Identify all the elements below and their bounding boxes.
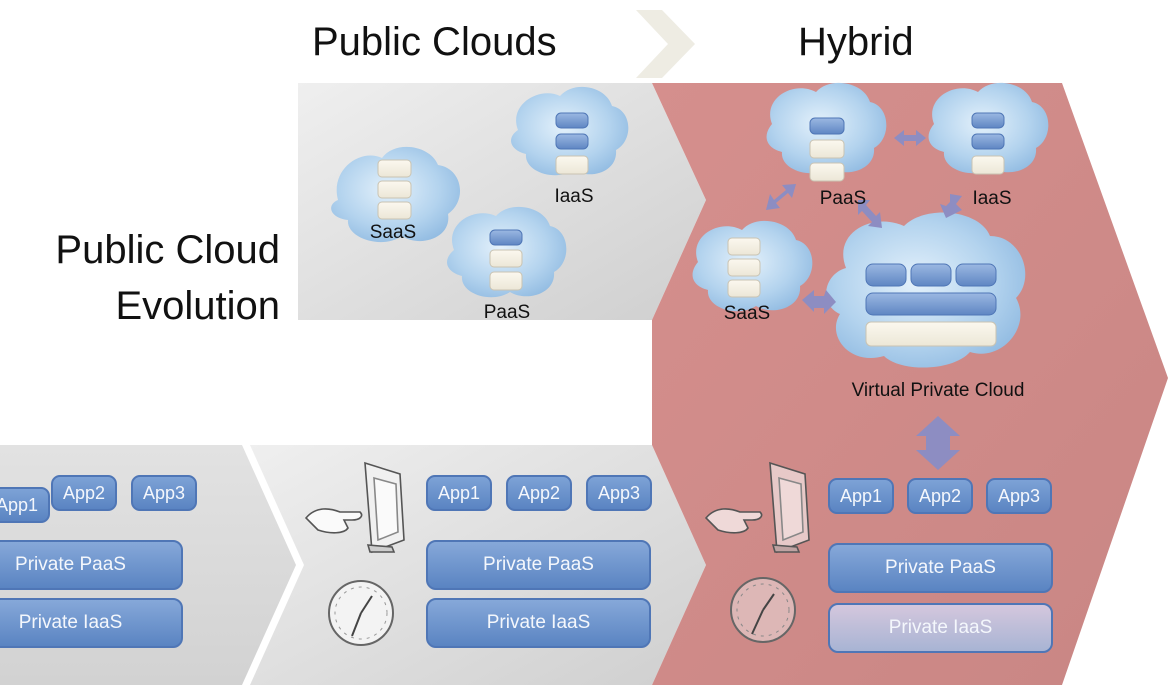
public-paas-label: PaaS: [483, 302, 531, 323]
hybrid-saas-label: SaaS: [723, 303, 771, 324]
stack2-app1: App1: [426, 475, 492, 511]
stack2-app2: App2: [506, 475, 572, 511]
heading-public-clouds: Public Clouds: [312, 20, 557, 64]
paas-vpc-arrow: [858, 200, 882, 228]
stack3-private-iaas: Private IaaS: [828, 603, 1053, 653]
heading-hybrid: Hybrid: [798, 20, 914, 64]
hybrid-iaas-label: IaaS: [972, 188, 1012, 209]
paas-saas-arrow: [766, 184, 796, 210]
stack3-app3: App3: [986, 478, 1052, 514]
public-paas-cloud: [447, 206, 567, 298]
stack2-private-iaas: Private IaaS: [426, 598, 651, 648]
stack1-app2: App2: [51, 475, 117, 511]
side-title-line2: Evolution: [115, 284, 280, 328]
stack2-private-paas: Private PaaS: [426, 540, 651, 590]
stack2-app3: App3: [586, 475, 652, 511]
hand-monitor-illustration-hybrid: [704, 461, 810, 554]
stack3-private-paas: Private PaaS: [828, 543, 1053, 593]
public-iaas-cloud: [511, 86, 629, 176]
vpc-label: Virtual Private Cloud: [851, 380, 1025, 401]
clock-icon-hybrid: [730, 577, 796, 643]
side-title-line1: Public Cloud: [55, 228, 280, 272]
side-title: Public Cloud Evolution: [0, 222, 280, 334]
hand-monitor-illustration-middle: [304, 461, 405, 554]
hybrid-saas-cloud: [692, 220, 813, 312]
paas-iaas-arrow: [894, 130, 926, 146]
stack1-app1: App1: [0, 487, 50, 523]
hybrid-iaas-cloud: [928, 82, 1049, 175]
stack3-app1: App1: [828, 478, 894, 514]
iaas-vpc-arrow: [940, 194, 962, 218]
stack1-app3: App3: [131, 475, 197, 511]
heading-chevron: [636, 10, 695, 78]
stack1-private-iaas: Private IaaS: [0, 598, 183, 648]
virtual-private-cloud: [826, 212, 1026, 368]
public-saas-cloud: [331, 146, 461, 243]
public-iaas-label: IaaS: [554, 186, 594, 207]
saas-vpc-arrow: [802, 290, 836, 314]
clock-icon-middle: [328, 580, 394, 646]
stack1-private-paas: Private PaaS: [0, 540, 183, 590]
stack3-app2: App2: [907, 478, 973, 514]
hybrid-paas-cloud: [766, 82, 887, 182]
vpc-private-arrow: [916, 416, 960, 470]
hybrid-paas-label: PaaS: [819, 188, 867, 209]
public-saas-label: SaaS: [369, 222, 417, 243]
